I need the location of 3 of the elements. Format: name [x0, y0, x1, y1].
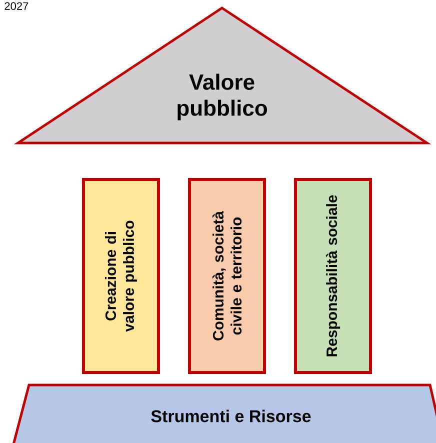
pillar-box: Comunità, società civile e territorio: [188, 178, 266, 374]
pillar-box: Responsabilità sociale: [294, 178, 372, 374]
pillar-box: Creazione di valore pubblico: [82, 178, 160, 374]
